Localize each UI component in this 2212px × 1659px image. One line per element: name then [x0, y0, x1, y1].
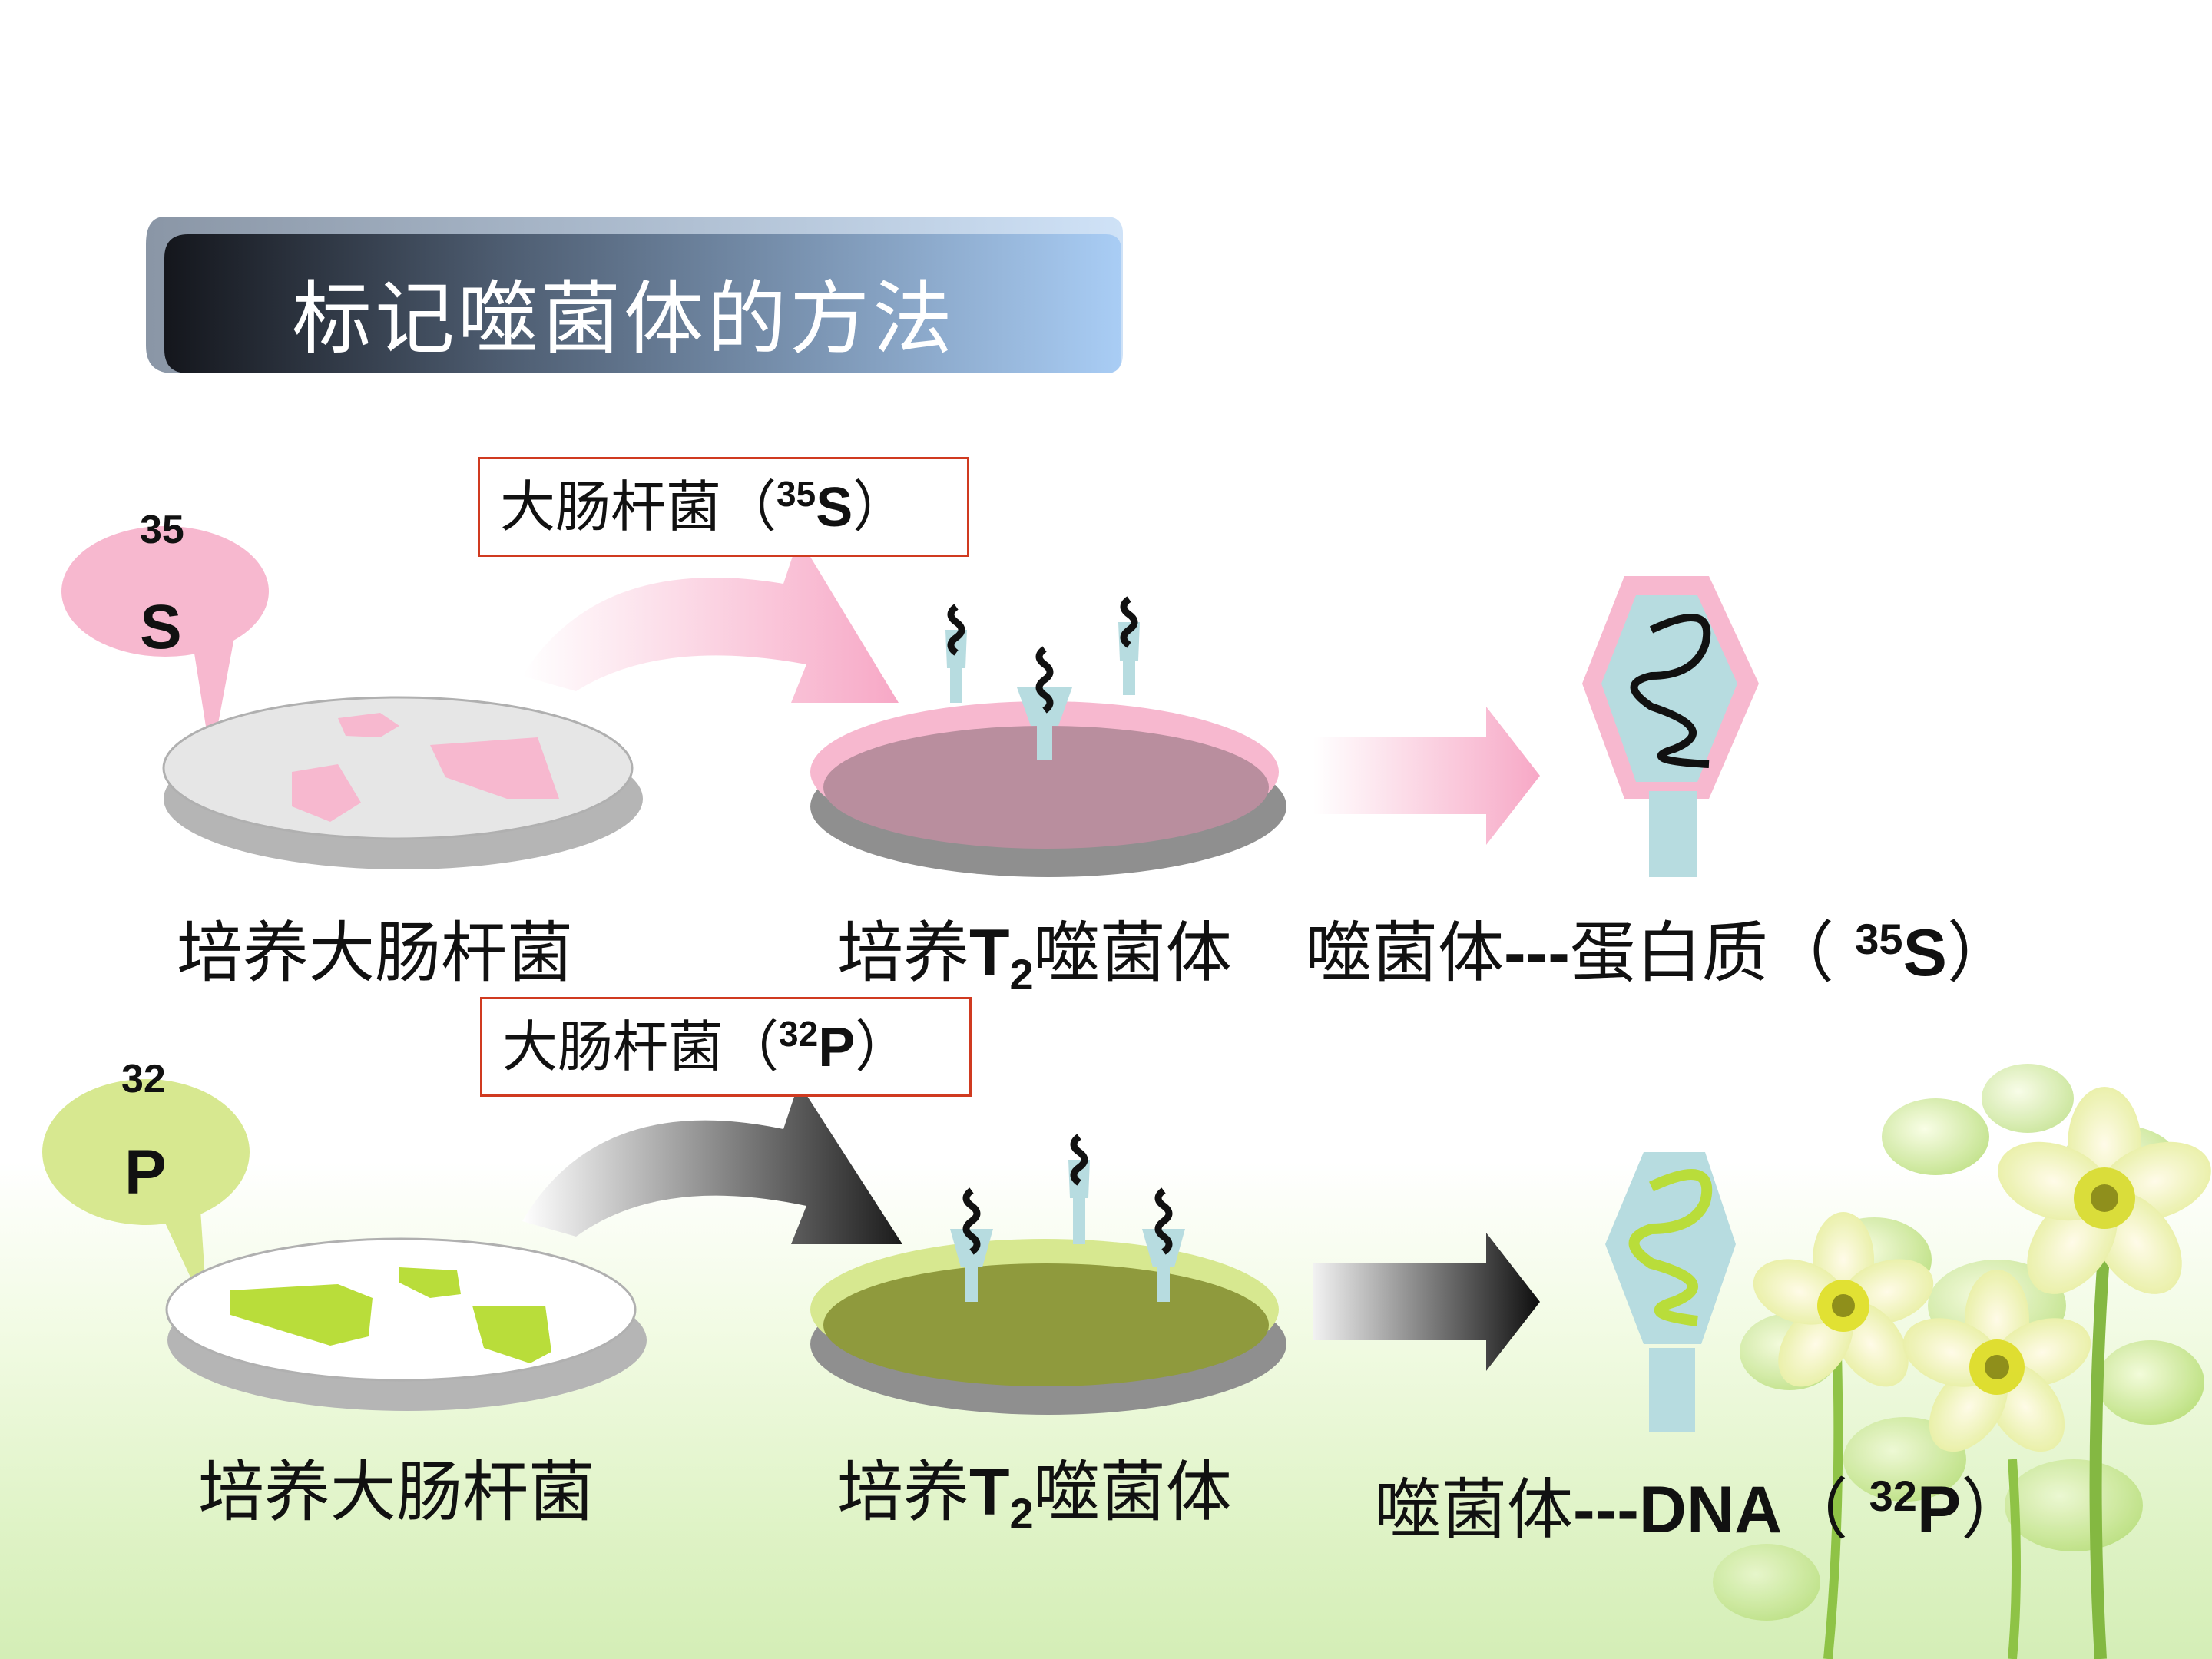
label-phage-protein-close: ）: [1946, 915, 2013, 992]
straight-arrow-dark: [1313, 1233, 1540, 1371]
label-phage-protein-dash: ---: [1504, 916, 1570, 990]
label-culture-phage-1: 培养T2噬菌体: [837, 899, 1232, 998]
curved-arrow-pink: [522, 538, 899, 703]
phage-plate-2: [810, 1239, 1286, 1415]
phage-group-2: [950, 1134, 1185, 1302]
culture-box-s-mass: 35: [777, 474, 816, 514]
label-culture-phage-1-sub: 2: [1009, 950, 1034, 998]
phage-protein-labeled: [1582, 576, 1759, 877]
label-culture-phage-1-pre: 培养: [837, 915, 969, 992]
label-culture-phage-2: 培养T2噬菌体: [837, 1438, 1232, 1535]
label-phage-protein-mid: 蛋白质（: [1569, 915, 1856, 992]
label-culture-bacteria-1: 培养大肠杆菌: [177, 915, 573, 992]
label-phage-protein-pre: 噬菌体: [1306, 915, 1504, 992]
label-culture-phage-1-T: T: [969, 916, 1010, 990]
curved-arrow-dark: [522, 1083, 902, 1244]
label-phage-dna-dash: ---DNA: [1573, 1473, 1783, 1547]
straight-arrow-pink: [1313, 707, 1540, 845]
isotope-bubble-s: [61, 526, 269, 760]
label-culture-bacteria-2: 培养大肠杆菌: [198, 1454, 594, 1531]
label-culture-phage-2-sub: 2: [1009, 1489, 1034, 1538]
culture-box-p-mass: 32: [779, 1014, 819, 1054]
label-phage-dna-mass: 32: [1869, 1472, 1917, 1520]
culture-box-s: 大肠杆菌（35S）: [478, 457, 969, 557]
label-culture-phage-2-pre: 培养: [837, 1454, 969, 1531]
isotope-mass-p: 32: [121, 1057, 166, 1101]
label-phage-dna-symbol: P: [1916, 1473, 1962, 1547]
phage-plate-1: [810, 701, 1286, 877]
isotope-mass-s: 35: [140, 508, 184, 552]
culture-box-s-symbol: S: [816, 477, 853, 538]
culture-box-s-close: ）: [853, 475, 909, 539]
label-phage-protein: 噬菌体---蛋白质（ 35S）: [1306, 899, 2013, 995]
slide-title: 标记噬菌体的方法: [292, 272, 956, 366]
phage-group-1: [945, 596, 1140, 760]
title-bar: [146, 217, 1123, 373]
label-phage-protein-mass: 35: [1855, 915, 1903, 963]
phage-dna-labeled: [1605, 1152, 1736, 1432]
culture-box-p-close: ）: [855, 1015, 911, 1079]
label-phage-dna-pre: 噬菌体: [1375, 1472, 1573, 1548]
culture-box-s-text: 大肠杆菌（: [500, 475, 777, 539]
label-culture-phage-2-post: 噬菌体: [1033, 1454, 1232, 1531]
label-culture-phage-1-post: 噬菌体: [1033, 915, 1232, 992]
isotope-symbol-p: P: [124, 1137, 167, 1207]
label-phage-dna-mid: （: [1782, 1472, 1869, 1548]
label-culture-phage-2-T: T: [969, 1455, 1010, 1529]
label-phage-dna: 噬菌体---DNA（ 32P）: [1375, 1455, 2027, 1551]
bacteria-plate-2: [165, 1237, 647, 1411]
label-phage-dna-close: ）: [1961, 1472, 2028, 1548]
culture-box-p: 大肠杆菌（32P）: [480, 997, 972, 1097]
label-phage-protein-symbol: S: [1902, 916, 1947, 990]
culture-box-p-text: 大肠杆菌（: [502, 1015, 780, 1079]
bacteria-plate-1: [162, 696, 643, 869]
flower-decoration: [1713, 1064, 2211, 1659]
culture-box-p-symbol: P: [818, 1017, 856, 1078]
isotope-symbol-s: S: [140, 592, 182, 662]
